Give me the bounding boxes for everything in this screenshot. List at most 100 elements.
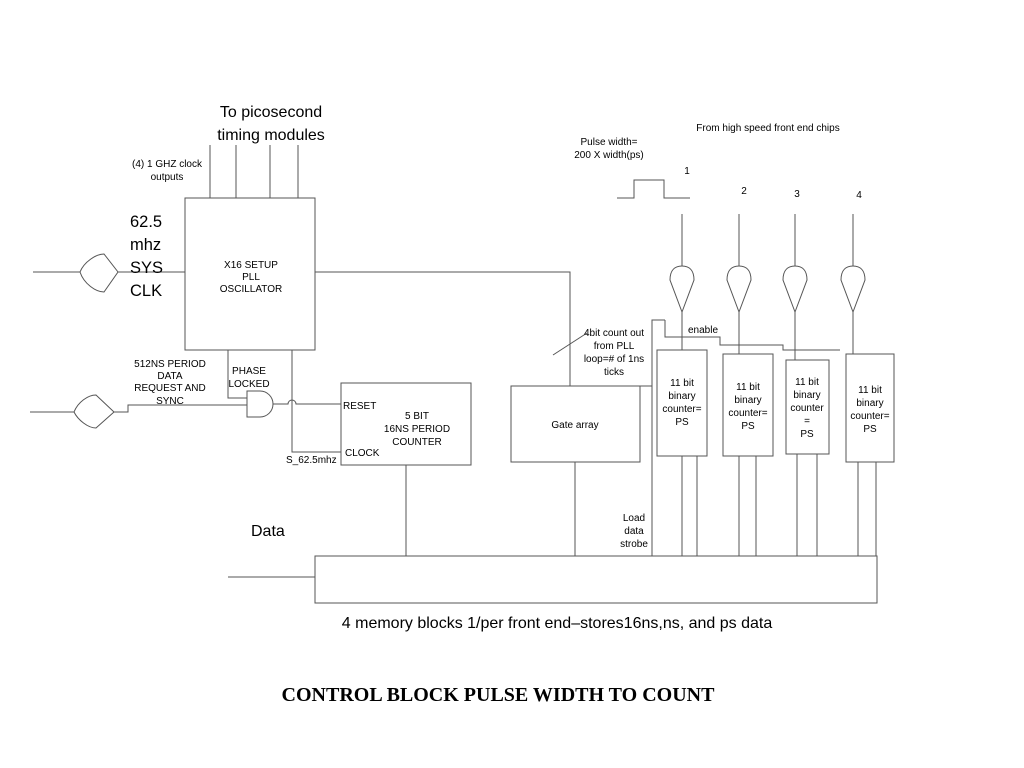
svg-text:timing modules: timing modules <box>217 127 325 144</box>
pulse-waveform <box>617 179 690 199</box>
svg-text:4bit count out: 4bit count out <box>584 328 644 339</box>
gate-array-label: Gate array <box>551 420 598 431</box>
buffer-icon <box>840 265 866 314</box>
svg-text:(4) 1 GHZ clock: (4) 1 GHZ clock <box>132 159 203 170</box>
svg-text:11 bit: 11 bit <box>795 377 819 388</box>
phase-locked-label: PHASE LOCKED <box>228 366 269 390</box>
diagram-title: CONTROL BLOCK PULSE WIDTH TO COUNT <box>282 684 716 706</box>
pll-oscillator-block <box>184 197 316 351</box>
channel-label: 3 <box>794 189 800 200</box>
counter-label: 11 bit binary counter= PS <box>728 382 767 432</box>
counter-block <box>656 349 708 457</box>
channel-label: 4 <box>856 190 862 201</box>
svg-text:512NS PERIOD: 512NS PERIOD <box>134 359 206 370</box>
svg-text:PS: PS <box>800 429 814 440</box>
svg-text:REQUEST AND: REQUEST AND <box>134 383 206 394</box>
svg-text:PS: PS <box>741 421 755 432</box>
svg-text:To picosecond: To picosecond <box>220 104 322 121</box>
sys-clk-label: 62.5 mhz SYS CLK <box>130 213 163 300</box>
counter-label: 11 bit binary counter = PS <box>790 377 824 440</box>
svg-text:X16 SETUP: X16 SETUP <box>224 260 278 271</box>
svg-text:PHASE: PHASE <box>232 366 266 377</box>
svg-text:CLK: CLK <box>130 282 162 300</box>
bus-slash <box>552 332 588 356</box>
gate-array-block <box>510 385 641 463</box>
channel-label: 2 <box>741 186 747 197</box>
counter-label: 11 bit binary counter= PS <box>850 385 889 435</box>
reset-line <box>273 399 341 405</box>
svg-text:strobe: strobe <box>620 539 648 550</box>
memory-blocks <box>314 555 878 604</box>
svg-text:SYS: SYS <box>130 259 163 277</box>
svg-text:counter=: counter= <box>662 404 701 415</box>
svg-text:binary: binary <box>793 390 820 401</box>
svg-text:=: = <box>804 416 810 427</box>
svg-text:Load: Load <box>623 513 645 524</box>
period-counter-label: 5 BIT 16NS PERIOD COUNTER <box>384 411 450 448</box>
svg-text:counter: counter <box>790 403 824 414</box>
period-request-input <box>30 394 247 429</box>
svg-text:mhz: mhz <box>130 236 161 254</box>
svg-text:binary: binary <box>734 395 761 406</box>
period-counter-block <box>340 382 472 466</box>
counter-block <box>845 353 895 463</box>
svg-text:data: data <box>624 526 644 537</box>
counter-label: 11 bit binary counter= PS <box>662 378 701 428</box>
svg-text:5 BIT: 5 BIT <box>405 411 429 422</box>
period-request-label: 512NS PERIOD DATA REQUEST AND SYNC <box>134 359 206 407</box>
data-label: Data <box>251 523 285 540</box>
svg-text:16NS PERIOD: 16NS PERIOD <box>384 424 450 435</box>
and-gate-icon <box>246 390 274 418</box>
svg-text:OSCILLATOR: OSCILLATOR <box>220 284 282 295</box>
enable-label: enable <box>688 325 718 336</box>
svg-text:11 bit: 11 bit <box>670 378 694 389</box>
clock-pin-label: CLOCK <box>345 448 380 459</box>
picosecond-modules-label: To picosecond timing modules <box>217 104 325 144</box>
svg-text:11 bit: 11 bit <box>858 385 882 396</box>
buffer-icon <box>669 265 695 314</box>
enable-lines <box>640 319 840 387</box>
pll-block-label: X16 SETUP PLL OSCILLATOR <box>220 260 282 295</box>
svg-text:from PLL: from PLL <box>594 341 635 352</box>
svg-text:PS: PS <box>675 417 689 428</box>
svg-text:SYNC: SYNC <box>156 396 184 407</box>
buffer-icon <box>726 265 752 314</box>
clock-outputs-label: (4) 1 GHZ clock outputs <box>132 159 203 183</box>
counter-block <box>785 359 830 455</box>
clock-line <box>291 350 341 453</box>
channel-labels: 1 2 3 4 <box>684 166 862 201</box>
sys-clk-input <box>33 253 185 293</box>
svg-text:PS: PS <box>863 424 877 435</box>
pulse-width-label: Pulse width= 200 X width(ps) <box>574 137 643 161</box>
sys-clk-buffer-icon <box>79 253 119 293</box>
svg-text:200 X width(ps): 200 X width(ps) <box>574 150 643 161</box>
svg-text:62.5: 62.5 <box>130 213 162 231</box>
pll-to-gate-array-line <box>315 271 571 386</box>
s-clock-label: S_62.5mhz <box>286 455 337 466</box>
reset-pin-label: RESET <box>343 401 376 412</box>
svg-text:binary: binary <box>856 398 883 409</box>
channel-buffers <box>669 214 866 360</box>
svg-text:ticks: ticks <box>604 367 624 378</box>
count-out-label: 4bit count out from PLL loop=# of 1ns ti… <box>584 328 644 378</box>
svg-text:11 bit: 11 bit <box>736 382 760 393</box>
svg-text:binary: binary <box>668 391 695 402</box>
sync-buffer-icon <box>73 394 115 429</box>
svg-text:counter=: counter= <box>728 408 767 419</box>
svg-text:PLL: PLL <box>242 272 260 283</box>
clock-output-lines <box>209 145 299 198</box>
svg-text:COUNTER: COUNTER <box>392 437 441 448</box>
front-end-label: From high speed front end chips <box>696 123 839 134</box>
memory-label: 4 memory blocks 1/per front end–stores16… <box>342 615 773 632</box>
channel-label: 1 <box>684 166 690 177</box>
memory-connections <box>405 454 877 556</box>
svg-text:loop=# of 1ns: loop=# of 1ns <box>584 354 644 365</box>
svg-text:DATA: DATA <box>157 371 183 382</box>
svg-text:outputs: outputs <box>151 172 184 183</box>
buffer-icon <box>782 265 808 314</box>
load-strobe-label: Load data strobe <box>620 513 648 550</box>
svg-text:Pulse width=: Pulse width= <box>581 137 638 148</box>
svg-text:counter=: counter= <box>850 411 889 422</box>
svg-text:LOCKED: LOCKED <box>228 379 269 390</box>
